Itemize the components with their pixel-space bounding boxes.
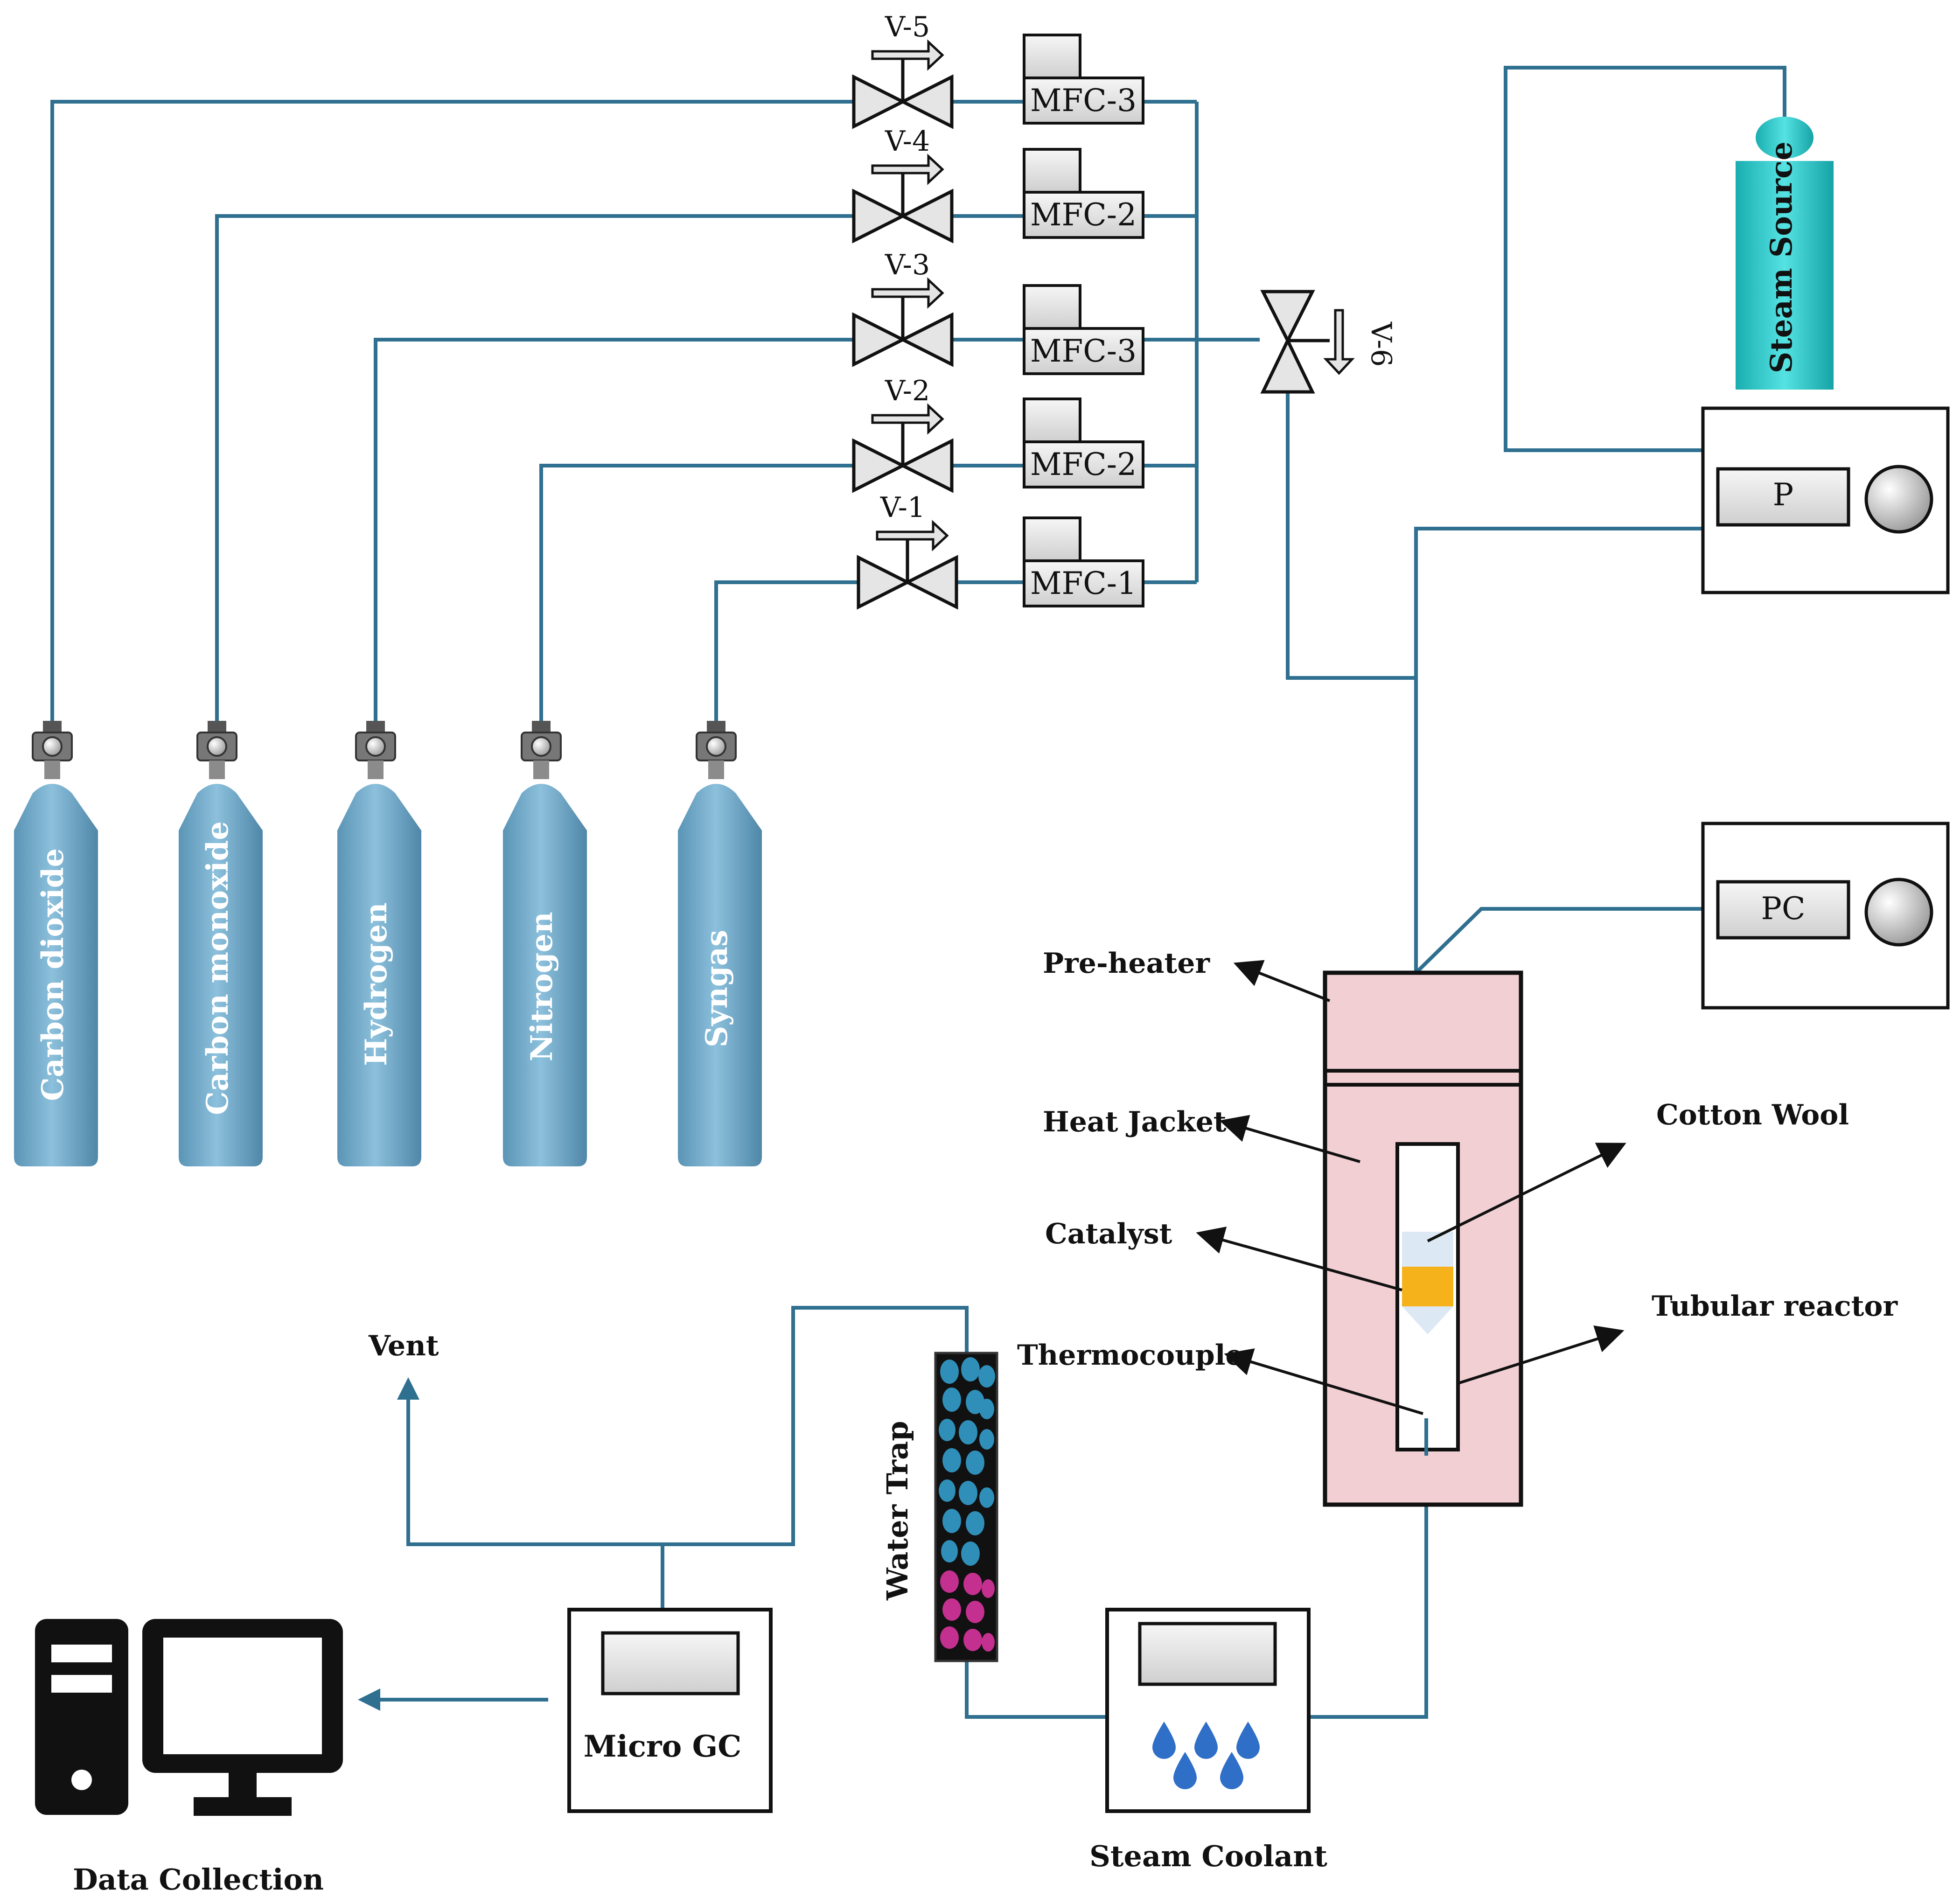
valve-label: V-2 — [885, 375, 930, 407]
valve-label: V-1 — [880, 491, 925, 524]
water-trap-blue-beads — [939, 1357, 995, 1566]
pc-knob[interactable] — [1864, 878, 1933, 947]
mfc-unit[interactable]: MFC-2 — [1023, 148, 1144, 239]
catalyst-bed — [1402, 1267, 1453, 1306]
cotton-wool-label: Cotton Wool — [1656, 1099, 1849, 1131]
cylinder-label: Syngas — [699, 930, 734, 1047]
valve-label: V-6 — [1365, 321, 1397, 367]
cotton-wool-top — [1402, 1232, 1453, 1267]
water-trap-label: Water Trap — [880, 1421, 914, 1601]
mfc-label: MFC-3 — [1030, 333, 1137, 369]
heat-jacket-label: Heat Jacket — [1043, 1106, 1227, 1138]
pump-unit[interactable]: P — [1701, 406, 1950, 594]
valve-label: V-5 — [885, 11, 930, 43]
valve-v3[interactable]: V-3 — [852, 249, 954, 367]
mfc-label: MFC-2 — [1030, 197, 1137, 233]
valve-v1[interactable]: V-1 — [857, 491, 958, 610]
cylinder-label: Carbon dioxide — [35, 848, 70, 1101]
steam-source-label: Steam Source — [1764, 141, 1799, 373]
mfc-unit[interactable]: MFC-2 — [1023, 398, 1144, 488]
mfc-unit[interactable]: MFC-3 — [1023, 34, 1144, 125]
water-trap-pink-beads — [940, 1570, 995, 1652]
vent-label: Vent — [368, 1330, 439, 1362]
preheater-label: Pre-heater — [1043, 947, 1210, 980]
mfc-unit[interactable]: MFC-3 — [1023, 284, 1144, 375]
valve-label: V-3 — [885, 249, 930, 281]
mfc-label: MFC-1 — [1030, 565, 1137, 601]
pressure-controller-unit[interactable]: PC — [1701, 822, 1950, 1010]
cotton-wool-bottom — [1402, 1306, 1453, 1334]
diagram-labels: Pre-heater Heat Jacket Catalyst Thermoco… — [73, 947, 1898, 1897]
pump-label: P — [1773, 477, 1793, 513]
steam-coolant-unit[interactable] — [1105, 1608, 1311, 1813]
mfc-label: MFC-2 — [1030, 446, 1137, 482]
pump-knob[interactable] — [1864, 465, 1933, 534]
pipes — [50, 66, 1786, 1719]
tubular-reactor-label: Tubular reactor — [1652, 1290, 1898, 1323]
mfc-label: MFC-3 — [1030, 83, 1137, 119]
cylinder-carbon-monoxide[interactable]: Carbon monoxide — [179, 721, 263, 1166]
droplet-icons — [1152, 1722, 1260, 1789]
mfc-column: MFC-3 MFC-2 MFC-3 MFC-2 MFC-1 — [1023, 34, 1144, 607]
valve-row: V-5 V-4 V-3 V-2 V-1 — [852, 11, 1397, 610]
reactor-assembly — [1323, 970, 1523, 1507]
cylinder-label: Hydrogen — [359, 902, 394, 1066]
valve-v5[interactable]: V-5 — [852, 11, 954, 129]
valve-v4[interactable]: V-4 — [852, 125, 954, 244]
micro-gc-unit[interactable]: Micro GC — [567, 1608, 773, 1813]
cylinder-syngas[interactable]: Syngas — [678, 721, 762, 1166]
steam-source-tank[interactable]: Steam Source — [1736, 117, 1834, 390]
valve-label: V-4 — [885, 125, 930, 158]
pc-label: PC — [1761, 891, 1806, 927]
cylinder-label: Nitrogen — [524, 912, 559, 1061]
cylinder-carbon-dioxide[interactable]: Carbon dioxide — [14, 721, 98, 1166]
computer-icon[interactable] — [35, 1619, 343, 1816]
mfc-unit[interactable]: MFC-1 — [1023, 516, 1144, 607]
micro-gc-label: Micro GC — [584, 1729, 741, 1764]
cylinder-hydrogen[interactable]: Hydrogen — [337, 721, 421, 1166]
valve-v6[interactable]: V-6 — [1260, 290, 1397, 394]
gas-cylinders: Carbon dioxide Carbon monoxide Hydrogen … — [14, 721, 762, 1166]
cylinder-label: Carbon monoxide — [200, 821, 235, 1115]
annotation-arrows — [1196, 960, 1626, 1415]
steam-coolant-label: Steam Coolant — [1089, 1839, 1327, 1873]
data-collection-label: Data Collection — [73, 1862, 324, 1897]
cylinder-nitrogen[interactable]: Nitrogen — [503, 721, 587, 1166]
water-trap[interactable]: Water Trap — [880, 1352, 998, 1662]
valve-v2[interactable]: V-2 — [852, 375, 954, 493]
thermocouple-label: Thermocouple — [1017, 1339, 1243, 1372]
catalyst-label: Catalyst — [1045, 1218, 1172, 1250]
